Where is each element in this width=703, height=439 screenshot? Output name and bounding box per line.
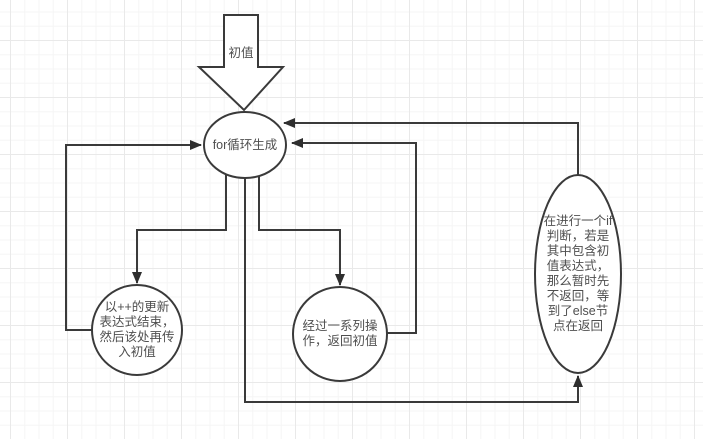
connector-for-to-if-bottom[interactable]	[244, 177, 583, 403]
connector-for-to-update[interactable]	[132, 175, 227, 284]
connector-update-to-for[interactable]	[65, 140, 202, 331]
update-expression-node[interactable]	[91, 284, 183, 376]
operations-node[interactable]	[292, 286, 388, 382]
for-loop-node[interactable]	[203, 111, 287, 179]
if-judgment-node[interactable]	[534, 174, 622, 374]
connector-if-to-for[interactable]	[283, 118, 579, 175]
connector-operations-to-for[interactable]	[291, 138, 417, 334]
connector-for-to-operations[interactable]	[258, 175, 345, 286]
initial-value-arrow-shape[interactable]	[196, 14, 286, 112]
